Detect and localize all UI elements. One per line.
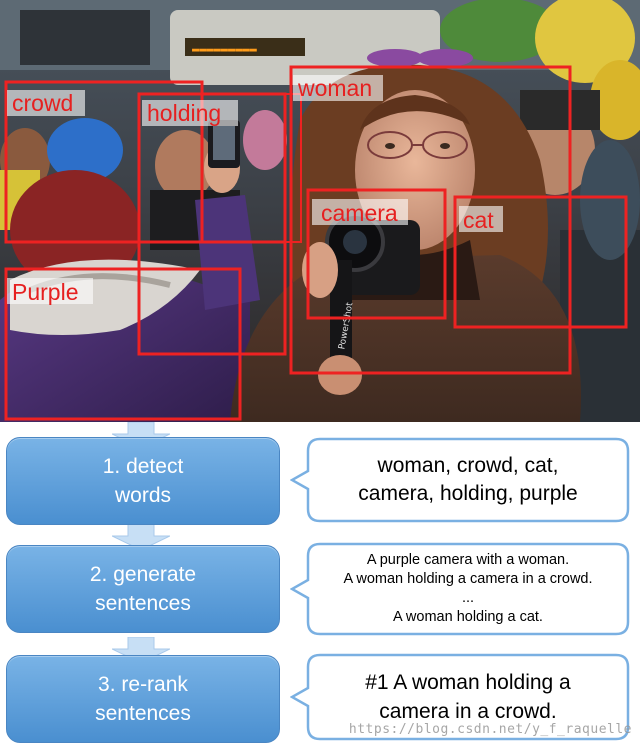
detection-box-camera [306, 188, 447, 320]
street-photo: ▬▬▬▬▬▬▬▬▬ [0, 0, 640, 422]
watermark: https://blog.csdn.net/y_f_raquelle [348, 722, 632, 737]
output-line: camera, holding, purple [358, 482, 578, 505]
callout-outline [290, 437, 630, 523]
step-rerank-sentences: 3. re-rank sentences [6, 655, 280, 743]
callout-outline [290, 653, 630, 741]
detection-label-woman: woman [297, 75, 372, 101]
step-generate-sentences: 2. generate sentences [6, 545, 280, 633]
output-line: #1 A woman holding a [365, 671, 571, 694]
step-label-line: sentences [95, 702, 191, 725]
photo-illustration: ▬▬▬▬▬▬▬▬▬ [0, 0, 640, 422]
detection-box-crowd [4, 80, 204, 244]
step-label-line: 3. re-rank [98, 673, 188, 696]
detection-label-camera: camera [321, 200, 398, 226]
output-line: A woman holding a camera in a crowd. [343, 571, 593, 587]
output-line: woman, crowd, cat, [377, 454, 559, 477]
detection-box-woman [289, 65, 572, 375]
output-line: A woman holding a cat. [393, 609, 543, 625]
step-label-line: sentences [95, 592, 191, 615]
detection-label-purple: Purple [12, 279, 78, 305]
svg-text:▬▬▬▬▬▬▬▬▬: ▬▬▬▬▬▬▬▬▬ [192, 42, 258, 56]
output-line: ... [461, 590, 475, 606]
detection-box-purple [4, 267, 242, 421]
step-detect-words: 1. detect words [6, 437, 280, 525]
output-top-ranked-sentence: #1 A woman holding a camera in a crowd. [290, 653, 630, 741]
down-arrow-icon [112, 524, 170, 550]
output-line: A purple camera with a woman. [366, 552, 570, 568]
detection-box-cat [453, 195, 628, 329]
callout-outline [290, 542, 630, 636]
detection-label-cat: cat [463, 207, 494, 233]
output-detected-words: woman, crowd, cat, camera, holding, purp… [290, 437, 630, 523]
output-line: camera in a crowd. [379, 700, 557, 723]
step-label-line: words [114, 484, 172, 507]
step-label-line: 2. generate [89, 563, 197, 586]
detection-box-holding-outer [138, 93, 302, 243]
detection-label-crowd: crowd [12, 90, 73, 116]
output-candidate-sentences: A purple camera with a woman. A woman ho… [290, 542, 630, 636]
step-label-line: 1. detect [102, 455, 184, 478]
detection-label-holding: holding [147, 100, 221, 126]
